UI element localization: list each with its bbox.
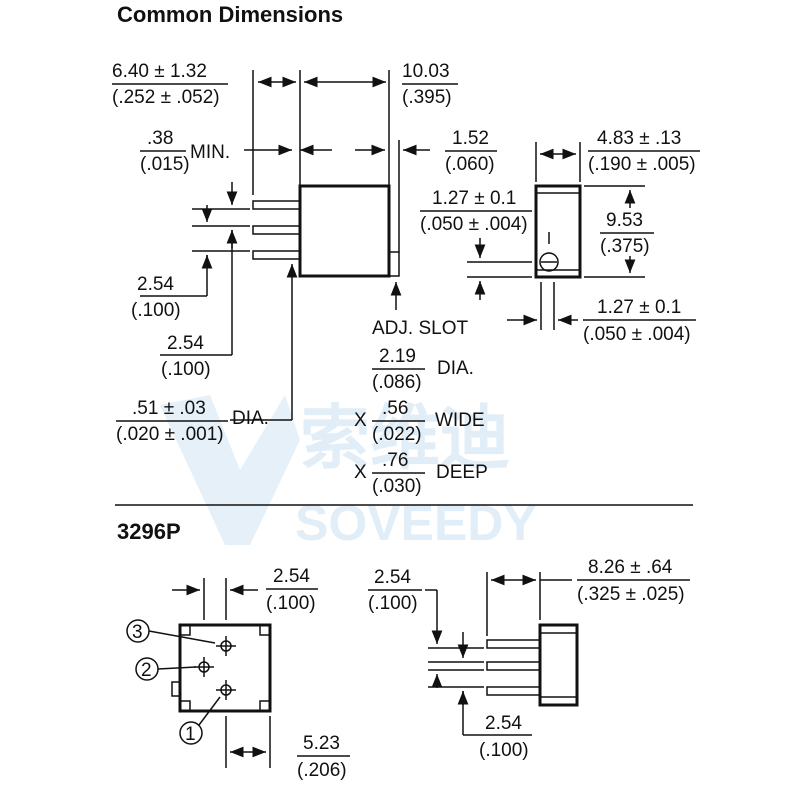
dim-d12-top: .51 ± .03 [132, 398, 206, 419]
side-view-pins [252, 200, 301, 260]
pin-label-3: 3 [132, 622, 143, 643]
dim-d2-top: 10.03 [402, 61, 450, 82]
side-view-3296p-body [538, 623, 579, 707]
dim-d4-bot: (.060) [445, 154, 495, 175]
page-title: Common Dimensions [117, 2, 343, 27]
adj-slot-knob [388, 251, 400, 277]
dim-d7-top: 9.53 [606, 210, 643, 231]
dim-d12-bot: (.020 ± .001) [116, 424, 224, 445]
dim-d8-bot: (.100) [131, 300, 181, 321]
dim-d11-bot: (.086) [372, 372, 422, 393]
dim-d13-prefix: X [354, 410, 367, 431]
dim-p1-bot: (.100) [266, 593, 316, 614]
dim-d14-suffix: DEEP [436, 462, 488, 483]
dim-d12-suffix: DIA. [232, 408, 269, 429]
dim-d10-top: 2.54 [167, 333, 204, 354]
dim-d6-bot: (.050 ± .004) [420, 214, 528, 235]
dim-d9-top: 1.27 ± 0.1 [597, 297, 681, 318]
bottom-view-body [178, 623, 272, 713]
watermark-en: SOVEEDY [295, 495, 537, 551]
dim-p3-bot: (.325 ± .025) [577, 584, 685, 605]
dim-d13-suffix: WIDE [435, 410, 485, 431]
adjust-screw-icon [539, 252, 559, 272]
pin-callout-1 [179, 721, 203, 745]
pin-label-2: 2 [141, 660, 152, 681]
pin-label-1: 1 [185, 724, 196, 745]
dim-d14-prefix: X [354, 462, 367, 483]
dim-p3-top: 8.26 ± .64 [588, 557, 673, 578]
dim-d3-bot: (.015) [140, 154, 190, 175]
dim-d13-bot: (.022) [372, 424, 422, 445]
dim-p5-top: 2.54 [485, 713, 522, 734]
side-view-3296p-pins [486, 639, 541, 696]
section-title-3296p: 3296P [117, 519, 181, 544]
dim-d7-bot: (.375) [600, 236, 650, 257]
dim-d14-bot: (.030) [372, 476, 422, 497]
dim-p4-top: 5.23 [303, 733, 340, 754]
dim-d11-top: 2.19 [379, 346, 416, 367]
dim-d2-bot: (.395) [402, 87, 452, 108]
dim-d6-top: 1.27 ± 0.1 [432, 188, 516, 209]
dim-d3-suffix: MIN. [190, 142, 230, 163]
dim-d3-top: .38 [147, 128, 173, 149]
dim-d14-top: .76 [382, 450, 408, 471]
dim-p5-bot: (.100) [479, 740, 529, 761]
dim-d10-bot: (.100) [161, 359, 211, 380]
adj-slot-label: ADJ. SLOT [372, 318, 468, 339]
side-view-body [298, 184, 391, 278]
dim-d5-top: 4.83 ± .13 [597, 128, 681, 149]
dim-p2-bot: (.100) [368, 593, 418, 614]
dim-d11-suffix: DIA. [437, 358, 474, 379]
dim-d1-top: 6.40 ± 1.32 [112, 61, 207, 82]
dim-d5-bot: (.190 ± .005) [588, 154, 696, 175]
front-view-body [534, 184, 582, 279]
dim-p1-top: 2.54 [273, 566, 310, 587]
dim-p4-bot: (.206) [297, 760, 347, 781]
dim-p2-top: 2.54 [374, 567, 411, 588]
dim-d9-bot: (.050 ± .004) [583, 324, 691, 345]
dim-d4-top: 1.52 [452, 128, 489, 149]
watermark-logo [160, 395, 300, 545]
dim-d8-top: 2.54 [137, 274, 174, 295]
watermark-cn: 索维迪 [300, 399, 510, 477]
dim-d1-bot: (.252 ± .052) [112, 87, 220, 108]
dim-d13-top: .56 [382, 398, 408, 419]
